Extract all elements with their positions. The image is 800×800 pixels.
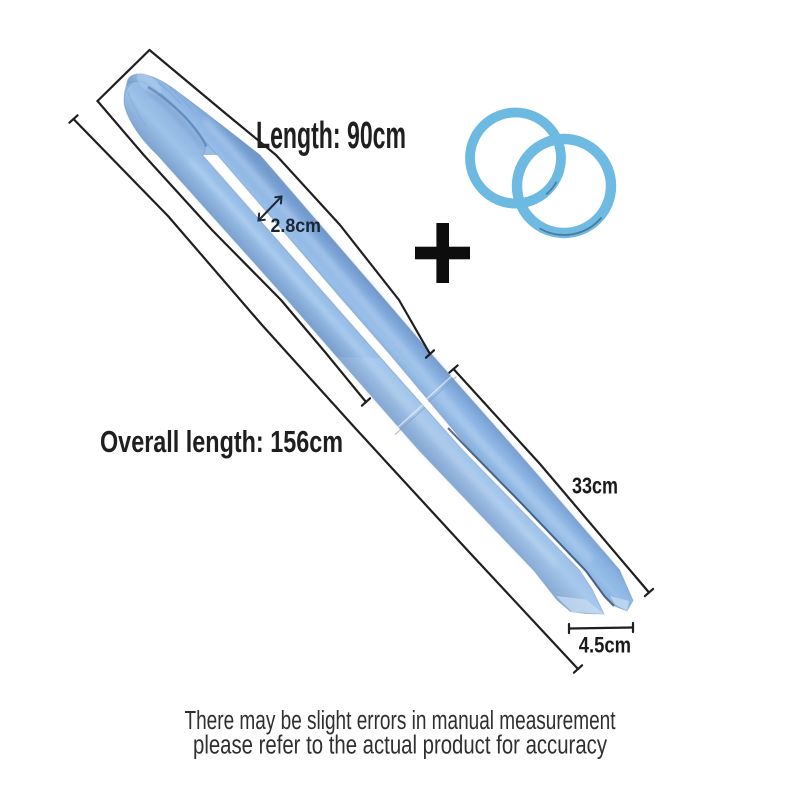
svg-text:please refer to the actual pro: please refer to the actual product for a… [193, 732, 607, 760]
svg-text:33cm: 33cm [572, 473, 618, 499]
svg-text:2.8cm: 2.8cm [271, 216, 322, 237]
svg-text:There may be slight errors in: There may be slight errors in manual mea… [185, 707, 616, 735]
svg-text:4.5cm: 4.5cm [579, 633, 631, 658]
svg-text:Length: 90cm: Length: 90cm [256, 115, 406, 157]
svg-text:Overall length: 156cm: Overall length: 156cm [100, 424, 343, 459]
